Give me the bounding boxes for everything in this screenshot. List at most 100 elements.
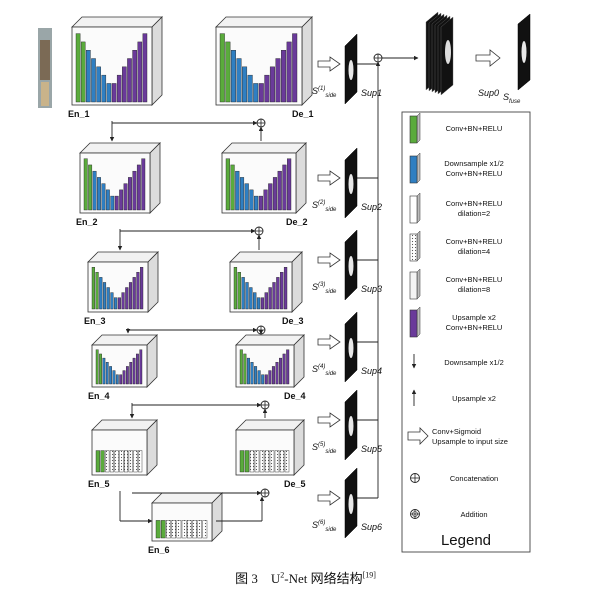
addition-node-3 <box>256 325 266 335</box>
encoder-block-2-layer <box>97 177 101 211</box>
encoder-block-2-layer <box>114 195 119 211</box>
encoder-block-2 <box>79 142 161 214</box>
encoder-block-2-layer <box>88 164 93 211</box>
encoder-label-6: En_6 <box>148 545 170 555</box>
side-label-sub: side <box>325 527 337 533</box>
legend-text-4-2: dilation=4 <box>458 247 490 256</box>
fuse-label-sub: fuse <box>509 99 521 105</box>
encoder-block-4-layer <box>95 349 99 385</box>
encoder-block-1-top <box>71 16 163 28</box>
encoder-label-5: En_5 <box>88 479 110 489</box>
saliency-blob-1 <box>348 60 354 80</box>
stacked-blob <box>445 40 451 64</box>
encoder-block-2-layer <box>105 189 110 211</box>
encoder-block-1-layer <box>96 66 101 103</box>
encoder-block-3-layer <box>140 267 144 310</box>
legend-text-9-2: Upsample to input size <box>432 437 508 446</box>
side-output-5 <box>317 389 358 461</box>
decoder-block-1-layer <box>247 74 253 103</box>
blue-block-icon <box>409 152 421 184</box>
legend-item-11: Addition <box>410 509 488 519</box>
decoder-block-3-layer <box>249 287 253 310</box>
decoder-block-1-layer <box>236 58 242 103</box>
addition-node-4 <box>260 400 270 410</box>
decoder-block-2-layer <box>249 189 254 211</box>
encoder-block-6-layer <box>160 520 166 539</box>
decoder-block-5-layer <box>269 450 275 473</box>
encoder-block-5-layer <box>128 450 133 473</box>
decoder-block-4-top <box>235 334 305 346</box>
side-label-sup: (2) <box>318 200 325 206</box>
decoder-block-3-layer <box>283 267 288 310</box>
decoder-block-1 <box>215 16 313 106</box>
decoder-block-4-layer <box>268 370 272 385</box>
sup-label-6: Sup6 <box>361 522 382 532</box>
decoder-label-2: De_2 <box>286 217 308 227</box>
legend-text-10-1: Concatenation <box>450 474 498 483</box>
decoder-block-2-layer <box>254 195 259 211</box>
side-label-main: S <box>312 200 318 210</box>
encoder-label-3: En_3 <box>84 316 106 326</box>
encoder-block-6-layer <box>197 520 203 539</box>
encoder-block-1-layer <box>132 50 137 103</box>
encoder-block-1-layer <box>111 83 117 103</box>
purple-block-icon-front <box>409 309 418 338</box>
decoder-block-1-layer <box>264 74 270 103</box>
side-label-sub: side <box>325 207 337 213</box>
encoder-block-4-layer <box>139 349 143 385</box>
dotted-block-icon-side <box>416 230 421 262</box>
sigmoid-arrow-1 <box>317 56 341 72</box>
blue-block-icon-side <box>416 152 421 184</box>
decoder-block-1-layer <box>281 50 287 103</box>
encoder-block-1-layer <box>137 41 143 103</box>
encoder-block-3-layer <box>91 267 95 310</box>
encoder-block-3-layer <box>110 292 114 310</box>
side-label-sub: side <box>325 449 337 455</box>
encoder-block-6-layer <box>155 520 161 539</box>
encoder-block-4-layer <box>136 353 139 385</box>
encoder-block-2-layer <box>136 164 141 211</box>
encoder-block-6-layer <box>176 520 182 539</box>
green-block-icon-front <box>409 115 418 144</box>
decoder-block-4-layer <box>271 366 275 385</box>
fuse-label: Sfuse <box>503 92 521 105</box>
encoder-block-5-layer <box>133 450 138 473</box>
encoder-block-1-layer <box>106 83 112 103</box>
right-arrow-icon <box>407 427 429 445</box>
decoder-block-4-layer <box>282 353 286 385</box>
decoder-block-2-layer <box>258 195 263 211</box>
encoder-block-5-side <box>146 419 158 476</box>
decoder-block-4-layer <box>279 357 283 385</box>
encoder-block-2-layer <box>101 183 106 211</box>
decoder-block-5 <box>235 419 305 476</box>
encoder-block-3-layer <box>114 297 118 310</box>
decoder-block-4-layer <box>243 353 247 385</box>
decoder-block-1-layer <box>286 41 292 103</box>
encoder-block-4-layer <box>126 366 129 385</box>
decoder-block-4-layer <box>286 349 290 385</box>
legend-text-2-2: Conv+BN+RELU <box>446 169 503 178</box>
encoder-block-5-layer <box>123 450 129 473</box>
side-label-main: S <box>312 364 318 374</box>
legend-item-7: Downsample x1/2 <box>411 354 504 369</box>
decoder-block-2-layer <box>225 158 230 211</box>
legend-item-10: Concatenation <box>410 473 498 483</box>
side-label-sup: (5) <box>318 442 325 448</box>
legend-text-5-1: Conv+BN+RELU <box>446 275 503 284</box>
encoder-block-3-layer <box>132 277 136 310</box>
encoder-block-6-layer <box>166 520 171 539</box>
decoder-block-1-layer <box>225 41 231 103</box>
side-label-sup: (4) <box>318 364 325 370</box>
white-block-icon-side <box>416 192 421 224</box>
purple-block-icon-side <box>416 306 421 338</box>
encoder-block-5 <box>91 419 158 476</box>
decoder-block-3-layer <box>245 282 249 310</box>
encoder-block-6-layer <box>202 520 208 539</box>
white-block-icon-front <box>409 195 418 224</box>
decoder-block-2-layer <box>230 164 235 211</box>
legend-item-8: Upsample x2 <box>411 389 496 406</box>
fuse-label-main: S <box>503 92 509 102</box>
decoder-block-4-layer <box>239 349 243 385</box>
